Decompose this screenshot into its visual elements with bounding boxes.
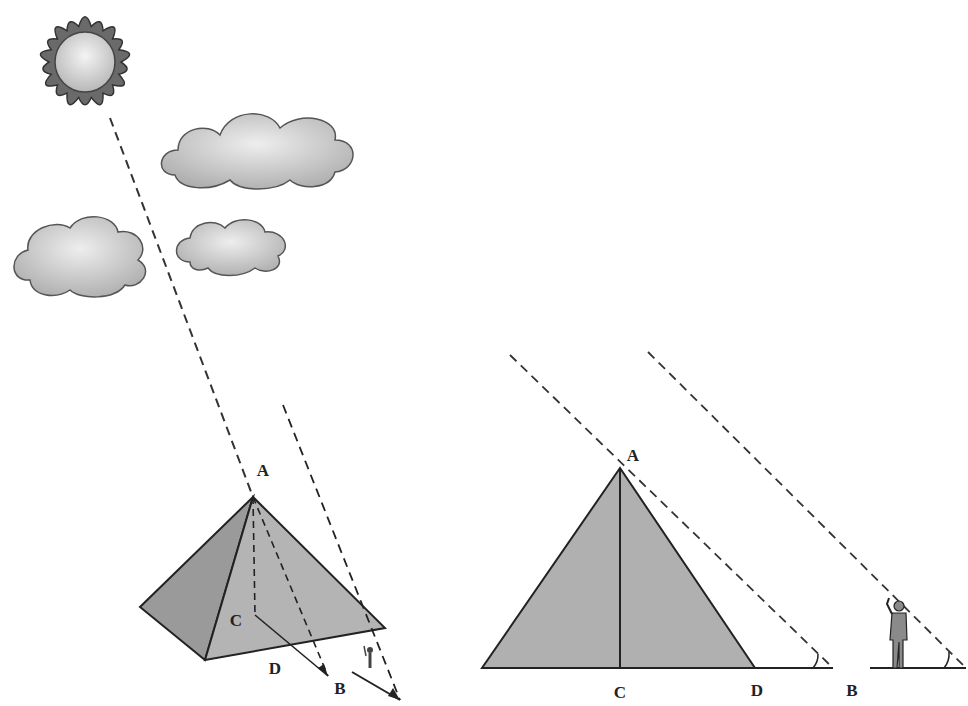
pyramid-section: [482, 352, 966, 668]
cloud: [14, 114, 353, 297]
point-label: A: [257, 462, 269, 479]
man-figure: [887, 598, 907, 668]
point-label: D: [751, 682, 763, 699]
point-label: D: [269, 660, 281, 677]
point-label: B: [334, 680, 345, 697]
sun: [40, 17, 129, 105]
pyramid-3d: [110, 118, 400, 700]
point-label: B: [846, 682, 857, 699]
point-label: C: [614, 684, 626, 701]
point-label: A: [627, 447, 639, 464]
point-label: C: [230, 612, 242, 629]
